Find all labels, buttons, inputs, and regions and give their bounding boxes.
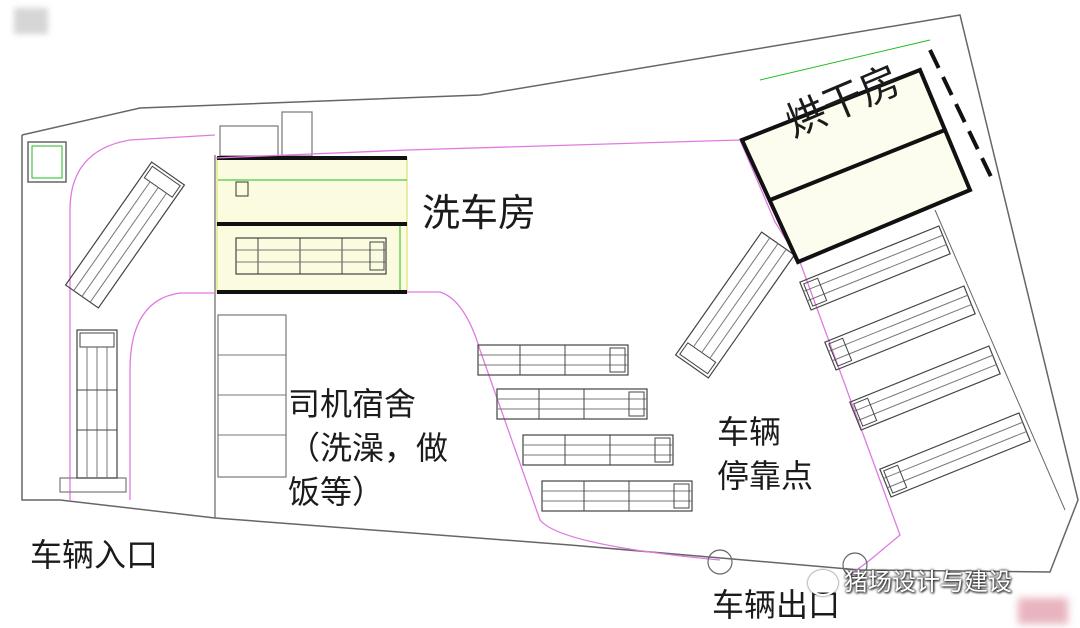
- parking-lines: [934, 209, 1066, 511]
- wechat-icon: [808, 570, 838, 596]
- vehicle-route: [69, 134, 901, 576]
- dorm-label-line1: 司机宿舍: [288, 385, 417, 423]
- dorm-building: [217, 314, 287, 478]
- parking-label-line2: 停靠点: [717, 457, 814, 495]
- entrance-label: 车辆入口: [30, 536, 159, 574]
- small-structure-2: [281, 111, 313, 157]
- bus-diagonal-right: [674, 231, 796, 379]
- bus-right-4: [879, 412, 1031, 498]
- bus-mid-1: [477, 344, 629, 376]
- bus-mid-4: [541, 480, 693, 512]
- small-structure: [219, 125, 279, 157]
- wash-equipment: [235, 181, 249, 197]
- bus-entrance: [76, 329, 118, 479]
- wash-room-label: 洗车房: [422, 191, 537, 235]
- parking-label-line1: 车辆: [717, 413, 782, 451]
- exit-gate-post-left: [707, 549, 733, 575]
- bus-wash-room: [235, 237, 387, 275]
- bus-diagonal-left: [64, 161, 186, 309]
- gatehouse: [27, 141, 67, 183]
- bus-right-2: [824, 285, 976, 371]
- dorm-label-line2: （洗澡，做: [288, 429, 449, 467]
- blurred-area: [1018, 598, 1068, 624]
- watermark-text: 猪场设计与建设: [844, 568, 1012, 596]
- gatehouse-inner: [31, 145, 63, 179]
- bus-right-1: [799, 225, 951, 311]
- bus-mid-3: [522, 434, 674, 466]
- bus-mid-2: [496, 388, 648, 420]
- drying-room: [739, 39, 997, 265]
- parking-label: 车辆 停靠点: [717, 410, 813, 498]
- site-boundary: [21, 14, 1079, 573]
- bus-right-3: [849, 345, 1001, 431]
- blurred-area: [14, 8, 48, 34]
- dorm-label-line3: 饭等）: [288, 473, 385, 511]
- watermark: 猪场设计与建设: [808, 562, 1012, 597]
- dorm-label: 司机宿舍 （洗澡，做 饭等）: [288, 382, 448, 514]
- exit-gate-post-right: [842, 552, 868, 578]
